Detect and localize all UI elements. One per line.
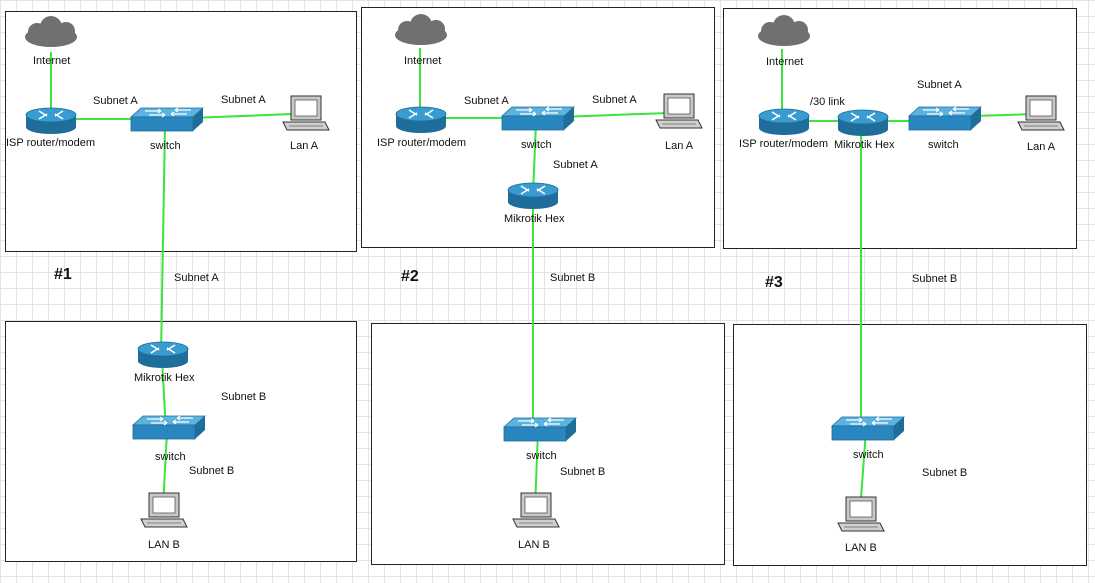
s1-mikrotik-hex-label: Mikrotik Hex — [134, 372, 195, 384]
s2-link-label: Subnet A — [553, 159, 598, 171]
s3-link-label: Subnet A — [917, 79, 962, 91]
s2-isp-router-icon — [395, 106, 447, 134]
s2-lan-b-label: LAN B — [518, 539, 550, 551]
s1-lan-a-pc-icon — [282, 95, 330, 131]
s1-switch-a-label: switch — [150, 140, 181, 152]
s2-switch-a-icon — [501, 106, 575, 131]
s1-lan-b-pc-icon — [140, 492, 188, 528]
s2-link-label: Subnet A — [592, 94, 637, 106]
s3-mikrotik-hex-label: Mikrotik Hex — [834, 139, 895, 151]
s1-internet-label: Internet — [33, 55, 71, 67]
s2-lan-a-label: Lan A — [665, 140, 694, 152]
s1-isp-router-icon — [25, 107, 77, 135]
s2-internet-label: Internet — [404, 55, 442, 67]
s2-link-label: Subnet B — [560, 466, 606, 478]
s2-lan-a-pc-icon — [655, 93, 703, 129]
s3-internet-cloud-icon — [758, 15, 810, 46]
s2-switch-a-label: switch — [521, 139, 552, 151]
s3-switch-a-icon — [908, 106, 982, 131]
s2-internet-cloud-icon — [395, 14, 447, 45]
s3-switch-a-label: switch — [928, 139, 959, 151]
s1-isp-label: ISP router/modem — [6, 137, 96, 149]
s3-lan-a-pc-icon — [1017, 95, 1065, 131]
s3-lan-b-pc-icon — [837, 496, 885, 532]
s2-switch-b-icon — [503, 417, 577, 442]
s1-link-label: Subnet B — [189, 465, 235, 477]
s2-mikrotik-hex-router-icon — [507, 182, 559, 210]
s1-link-label: Subnet A — [221, 94, 266, 106]
s3-internet-label: Internet — [766, 56, 804, 68]
s2-isp-label: ISP router/modem — [377, 137, 467, 149]
s3-lan-b-label: LAN B — [845, 542, 877, 554]
s1-link-label: Subnet A — [174, 272, 219, 284]
scenario-2-number: #2 — [401, 268, 419, 285]
s3-link-label: Subnet B — [912, 273, 958, 285]
s3-lan-a-label: Lan A — [1027, 141, 1056, 153]
s3-isp-router-icon — [758, 108, 810, 136]
s1-link-label: Subnet A — [93, 95, 138, 107]
s1-mikrotik-hex-router-icon — [137, 341, 189, 369]
s3-link-label: /30 link — [810, 96, 845, 108]
s1-lan-b-label: LAN B — [148, 539, 180, 551]
s3-link-label: Subnet B — [922, 467, 968, 479]
s3-switch-b-label: switch — [853, 449, 884, 461]
s1-switch-a-icon — [130, 107, 204, 132]
s1-switch-b-label: switch — [155, 451, 186, 463]
s3-mikrotik-hex-router-icon — [837, 109, 889, 137]
s2-mikrotik-hex-label: Mikrotik Hex — [504, 213, 565, 225]
s3-isp-label: ISP router/modem — [739, 138, 829, 150]
s3-switch-b-icon — [831, 416, 905, 441]
s2-lan-b-pc-icon — [512, 492, 560, 528]
scenario-1-number: #1 — [54, 266, 72, 283]
s1-link-label: Subnet B — [221, 391, 267, 403]
s2-switch-b-label: switch — [526, 450, 557, 462]
s1-lan-a-label: Lan A — [290, 140, 319, 152]
scenario-3-number: #3 — [765, 274, 783, 291]
s1-internet-cloud-icon — [25, 16, 77, 47]
scenario-3-bottom-box — [733, 324, 1087, 566]
s2-link-label: Subnet A — [464, 95, 509, 107]
s1-switch-b-icon — [132, 415, 206, 440]
s2-link-label: Subnet B — [550, 272, 596, 284]
